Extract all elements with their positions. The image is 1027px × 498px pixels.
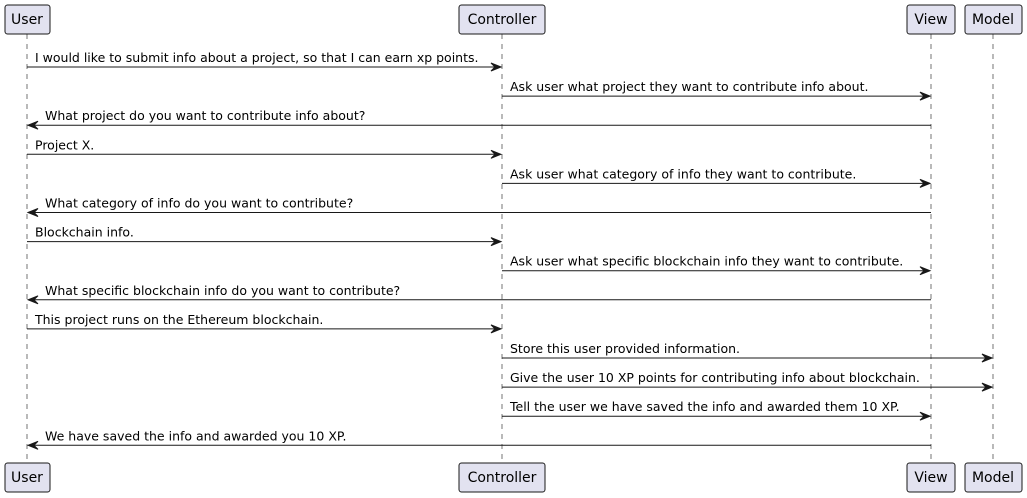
participant-box [964, 462, 1023, 493]
arrow-head-icon [919, 266, 932, 276]
participant-label: User [11, 470, 43, 486]
message-controller-to-view: Ask user what project they want to contr… [502, 79, 932, 101]
participant-view-bottom: View [906, 462, 956, 493]
arrow-head-icon [981, 382, 994, 392]
arrow-head-icon [26, 295, 39, 305]
participant-box [906, 462, 956, 493]
message-label: Blockchain info. [35, 225, 134, 240]
message-user-to-controller: Project X. [27, 137, 503, 159]
message-label: What category of info do you want to con… [45, 196, 353, 211]
arrow-head-icon [919, 91, 932, 101]
arrow-head-icon [919, 178, 932, 188]
participant-box [906, 4, 956, 35]
message-view-to-user: What specific blockchain info do you wan… [26, 283, 931, 305]
participant-view-top: View [906, 4, 956, 35]
participant-controller-bottom: Controller [458, 462, 546, 493]
message-label: What project do you want to contribute i… [45, 108, 365, 123]
message-label: Ask user what project they want to contr… [510, 79, 868, 94]
participant-label: Controller [468, 470, 537, 486]
participant-box [4, 462, 51, 493]
arrow-head-icon [490, 62, 503, 72]
participant-label: User [11, 12, 43, 28]
arrow-head-icon [26, 120, 39, 130]
arrow-head-icon [490, 324, 503, 334]
participant-user-bottom: User [4, 462, 51, 493]
message-view-to-user: We have saved the info and awarded you 1… [26, 428, 931, 450]
message-label: Tell the user we have saved the info and… [509, 399, 900, 414]
message-user-to-controller: Blockchain info. [27, 225, 503, 247]
participant-user-top: User [4, 4, 51, 35]
message-label: Give the user 10 XP points for contribut… [510, 370, 920, 385]
message-label: Project X. [35, 137, 94, 152]
participant-box [458, 4, 546, 35]
participant-label: View [914, 470, 947, 486]
message-controller-to-view: Tell the user we have saved the info and… [502, 399, 932, 421]
arrow-head-icon [981, 353, 994, 363]
message-label: Store this user provided information. [510, 341, 740, 356]
arrow-head-icon [26, 208, 39, 217]
message-controller-to-view: Ask user what category of info they want… [502, 166, 932, 188]
participant-box [458, 462, 546, 493]
participant-controller-top: Controller [458, 4, 546, 35]
participant-label: Model [972, 470, 1014, 486]
arrow-head-icon [490, 149, 503, 159]
message-view-to-user: What project do you want to contribute i… [26, 108, 931, 130]
participant-label: View [914, 12, 947, 28]
message-label: What specific blockchain info do you wan… [45, 283, 400, 298]
participant-label: Controller [468, 12, 537, 28]
message-label: This project runs on the Ethereum blockc… [34, 312, 323, 327]
arrow-head-icon [26, 440, 39, 450]
message-view-to-user: What category of info do you want to con… [26, 196, 931, 217]
participant-box [4, 4, 51, 35]
message-controller-to-view: Ask user what specific blockchain info t… [502, 254, 932, 276]
participant-box [964, 4, 1023, 35]
message-controller-to-model: Store this user provided information. [502, 341, 994, 363]
arrow-head-icon [490, 237, 503, 247]
message-label: Ask user what specific blockchain info t… [510, 254, 903, 269]
participant-label: Model [972, 12, 1014, 28]
message-controller-to-model: Give the user 10 XP points for contribut… [502, 370, 994, 392]
message-label: We have saved the info and awarded you 1… [45, 428, 346, 443]
message-user-to-controller: This project runs on the Ethereum blockc… [27, 312, 503, 334]
message-label: I would like to submit info about a proj… [35, 50, 479, 65]
arrow-head-icon [919, 411, 932, 421]
message-user-to-controller: I would like to submit info about a proj… [27, 50, 503, 72]
message-label: Ask user what category of info they want… [510, 166, 856, 181]
participant-model-bottom: Model [964, 462, 1023, 493]
participant-model-top: Model [964, 4, 1023, 35]
